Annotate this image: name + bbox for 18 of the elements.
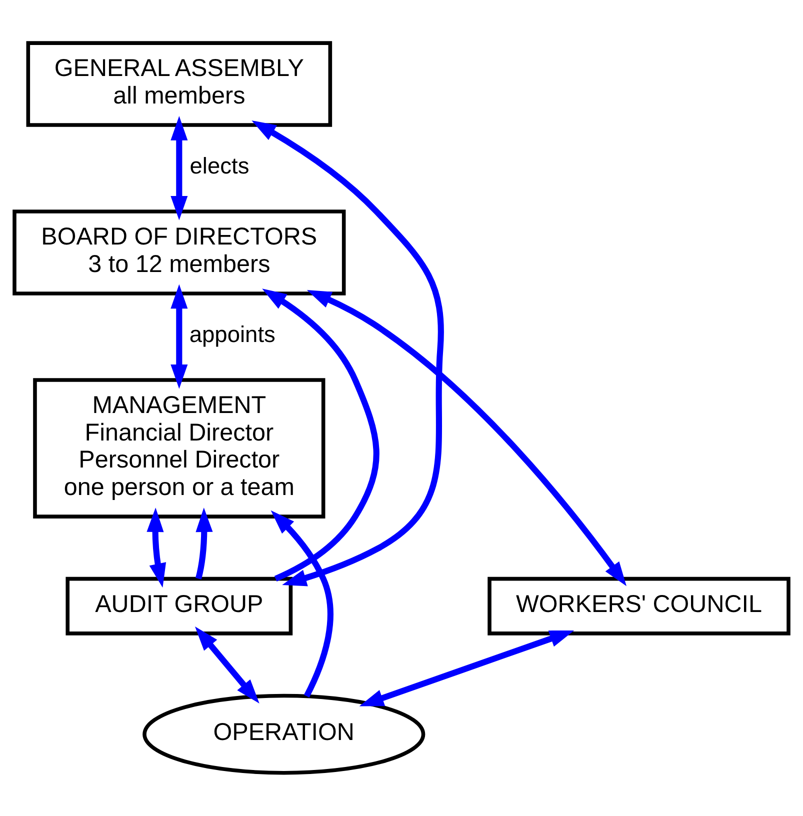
arrow [262, 288, 380, 582]
node-ellipse: OPERATION [142, 694, 426, 775]
arrow [359, 630, 574, 706]
node-box: GENERAL ASSEMBLY all members [26, 41, 332, 127]
edge-label: appoints [189, 321, 276, 348]
arrow [170, 284, 188, 389]
arrow [194, 626, 260, 704]
arrow [195, 508, 213, 580]
node-box: WORKERS' COUNCIL [488, 576, 790, 636]
node-box: AUDIT GROUP [66, 576, 293, 636]
arrow [170, 116, 188, 220]
node-box: MANAGEMENT Financial Director Personnel Director one person or a team [33, 378, 326, 518]
arrow [306, 290, 626, 586]
arrow [270, 510, 334, 698]
node-box: BOARD OF DIRECTORS 3 to 12 members [12, 210, 346, 296]
edge-label: elects [190, 152, 250, 179]
arrow [146, 508, 166, 588]
arrow [252, 120, 444, 586]
